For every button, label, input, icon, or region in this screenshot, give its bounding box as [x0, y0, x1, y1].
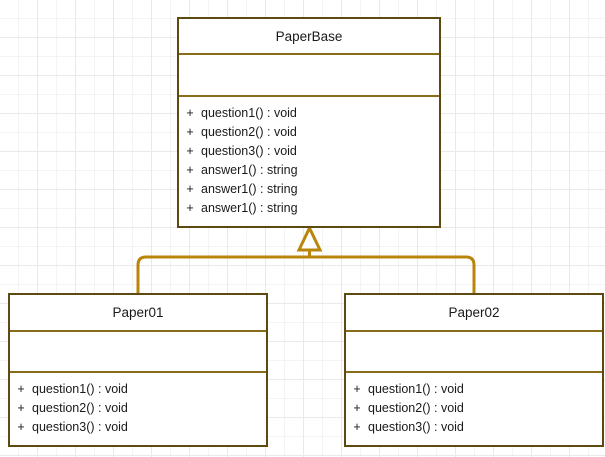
- method-row: + question3() : void: [346, 417, 602, 436]
- visibility-marker: +: [17, 381, 25, 396]
- visibility-marker: +: [353, 419, 361, 434]
- visibility-marker: +: [186, 200, 194, 215]
- visibility-marker: +: [186, 143, 194, 158]
- class-title-paperbase: PaperBase: [179, 19, 439, 55]
- visibility-marker: +: [186, 162, 194, 177]
- class-methods-paperbase: + question1() : void + question2() : voi…: [179, 97, 439, 226]
- method-row: + question1() : void: [346, 379, 602, 398]
- method-signature: question1() : void: [368, 381, 464, 396]
- method-row: + question2() : void: [346, 398, 602, 417]
- method-signature: question2() : void: [368, 400, 464, 415]
- class-attributes-paperbase: [179, 55, 439, 97]
- visibility-marker: +: [186, 181, 194, 196]
- method-row: + question2() : void: [179, 122, 439, 141]
- method-row: + question1() : void: [10, 379, 266, 398]
- method-row: + question3() : void: [10, 417, 266, 436]
- generalization-arrowhead-icon: [296, 224, 323, 252]
- uml-class-paper01[interactable]: Paper01 + question1() : void + question2…: [8, 293, 268, 447]
- visibility-marker: +: [186, 105, 194, 120]
- method-signature: question2() : void: [201, 124, 297, 139]
- method-row: + question2() : void: [10, 398, 266, 417]
- uml-class-paperbase[interactable]: PaperBase + question1() : void + questio…: [177, 17, 441, 228]
- method-row: + question1() : void: [179, 103, 439, 122]
- uml-class-paper02[interactable]: Paper02 + question1() : void + question2…: [344, 293, 604, 447]
- class-title-paper02: Paper02: [346, 295, 602, 332]
- class-methods-paper02: + question1() : void + question2() : voi…: [346, 373, 602, 445]
- class-attributes-paper01: [10, 332, 266, 373]
- method-signature: answer1() : string: [201, 181, 298, 196]
- visibility-marker: +: [186, 124, 194, 139]
- method-signature: question1() : void: [201, 105, 297, 120]
- class-methods-paper01: + question1() : void + question2() : voi…: [10, 373, 266, 445]
- visibility-marker: +: [17, 400, 25, 415]
- method-row: + question3() : void: [179, 141, 439, 160]
- visibility-marker: +: [353, 381, 361, 396]
- class-title-paper01: Paper01: [10, 295, 266, 332]
- connector-branch-left: [136, 255, 310, 293]
- method-signature: question2() : void: [32, 400, 128, 415]
- method-signature: answer1() : string: [201, 162, 298, 177]
- connector-branch-right: [309, 255, 476, 293]
- method-row: + answer1() : string: [179, 198, 439, 217]
- method-signature: question3() : void: [201, 143, 297, 158]
- class-attributes-paper02: [346, 332, 602, 373]
- method-row: + answer1() : string: [179, 179, 439, 198]
- method-signature: question3() : void: [368, 419, 464, 434]
- method-signature: question1() : void: [32, 381, 128, 396]
- visibility-marker: +: [353, 400, 361, 415]
- method-signature: answer1() : string: [201, 200, 298, 215]
- method-signature: question3() : void: [32, 419, 128, 434]
- method-row: + answer1() : string: [179, 160, 439, 179]
- visibility-marker: +: [17, 419, 25, 434]
